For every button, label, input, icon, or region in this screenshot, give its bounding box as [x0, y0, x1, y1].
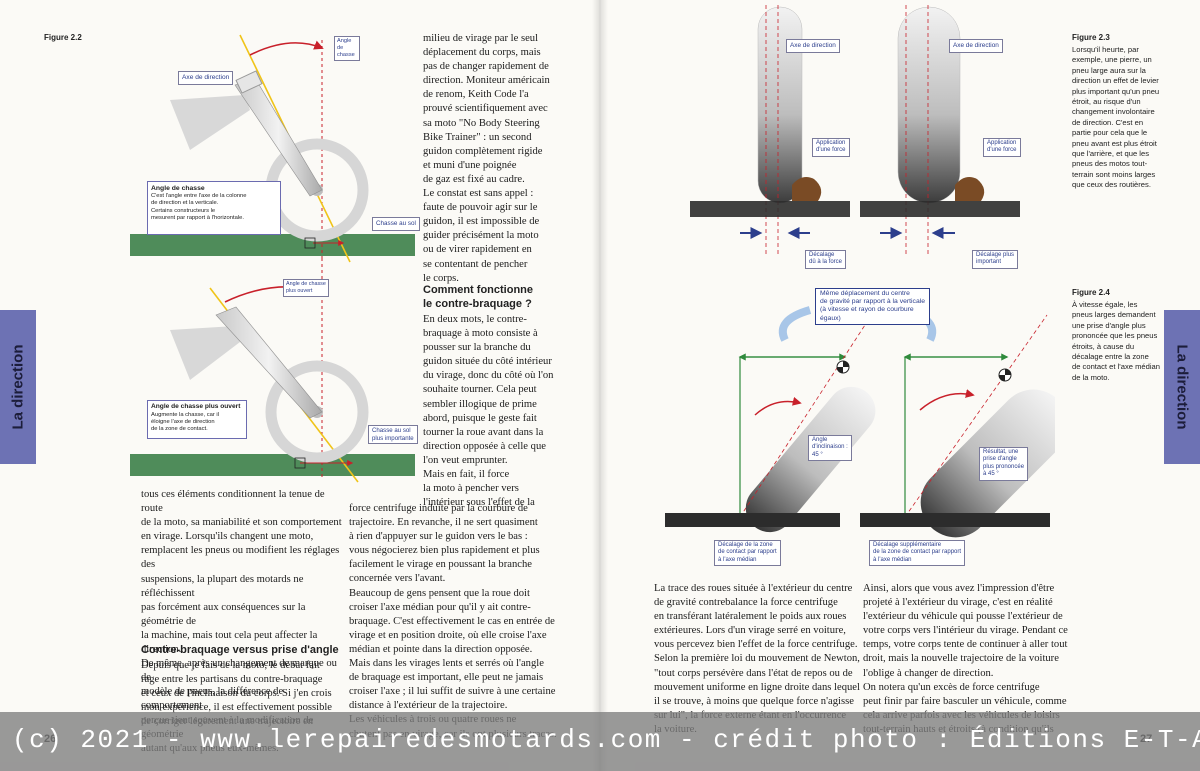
info-box-text: Augmente la chasse, car il éloigne l'axe…	[151, 411, 219, 433]
figure-2-2-diagram	[130, 34, 415, 483]
heading-comment-fonctionne: Comment fonctionne le contre-braquage ?	[423, 284, 533, 310]
left-page-text-left-column: tous ces éléments conditionnent la tenue…	[141, 489, 342, 754]
left-page-text-right-column-mid: En deux mots, le contre- braquage à moto…	[423, 314, 554, 509]
figure-2-2-label: Figure 2.2	[44, 33, 82, 42]
chapter-tab-label: La direction	[9, 344, 27, 430]
fig24-offset-label-a: Décalage de la zone de contact par rappo…	[714, 540, 781, 567]
info-box-title: Angle de chasse	[151, 185, 205, 192]
figure-2-4-diagram	[665, 306, 1055, 538]
book-gutter	[592, 0, 608, 771]
force-label-b: Application d'une force	[983, 138, 1021, 157]
result-label: Résultat, une prise d'angle plus prononc…	[979, 447, 1029, 481]
angle2-label: Angle de chasse plus ouvert	[283, 279, 329, 297]
wide-tyre	[860, 5, 1020, 255]
ground-strip	[130, 234, 415, 256]
narrow-tyre	[690, 5, 850, 255]
force-label-a: Application d'une force	[812, 138, 850, 157]
offset-label-a: Décalage dû à la force	[805, 250, 847, 269]
watermark-text: (c) 2021 - www.lerepairedesmotards.com -…	[12, 725, 1200, 755]
fork-tube	[234, 77, 323, 197]
chapter-tab-right: La direction	[1164, 310, 1200, 464]
heading-contre-braquage-versus: Contre-braquage versus prise d'angle	[141, 644, 339, 656]
chapter-tab-label: La direction	[1173, 344, 1191, 430]
figure-2-3-label: Figure 2.3	[1072, 33, 1110, 42]
figure-2-3-caption: Lorsqu'il heurte, par exemple, une pierr…	[1072, 45, 1160, 190]
chapter-tab-left: La direction	[0, 310, 36, 464]
left-page-text-right-column-bottom: force centrifuge induite par la courbure…	[349, 503, 557, 740]
fig24-top-box: Même déplacement du centre de gravité pa…	[815, 288, 931, 325]
inclination-label: Angle d'inclinaison : 45 °	[808, 435, 852, 462]
figure-2-4-label: Figure 2.4	[1072, 288, 1110, 297]
trail2-label: Chasse au sol plus importante	[368, 425, 418, 445]
upper-fork-diagram	[130, 34, 415, 263]
figure-2-3-diagram	[690, 5, 1020, 255]
trail-label: Chasse au sol	[372, 217, 420, 232]
info-box-angle-de-chasse: Angle de chasse C'est l'angle entre l'ax…	[147, 181, 281, 235]
info-box-angle-plus-ouvert: Angle de chasse plus ouvert Augmente la …	[147, 400, 247, 439]
angle-label: Angle de chasse	[334, 36, 360, 61]
watermark-banner: (c) 2021 - www.lerepairedesmotards.com -…	[0, 712, 1200, 771]
info-box-title: Angle de chasse plus ouvert	[151, 403, 241, 410]
lower-fork-diagram	[130, 258, 415, 483]
wide-tyre-leaning	[860, 314, 1055, 538]
ground-strip	[130, 454, 415, 476]
axis-label: Axe de direction	[178, 71, 234, 86]
figure-2-4-caption: À vitesse égale, les pneus larges demand…	[1072, 300, 1160, 382]
frame	[170, 95, 250, 150]
narrow-tyre-leaning	[665, 324, 876, 533]
info-box-text: C'est l'angle entre l'axe de la colonne …	[151, 193, 247, 222]
left-page-text-right-column-top: milieu de virage par le seul déplacement…	[423, 33, 550, 284]
fig24-offset-label-b: Décalage supplémentaire de la zone de co…	[869, 540, 966, 567]
axis-label-a: Axe de direction	[786, 39, 840, 54]
axis-label-b: Axe de direction	[949, 39, 1003, 54]
offset-label-b: Décalage plus important	[972, 250, 1019, 269]
